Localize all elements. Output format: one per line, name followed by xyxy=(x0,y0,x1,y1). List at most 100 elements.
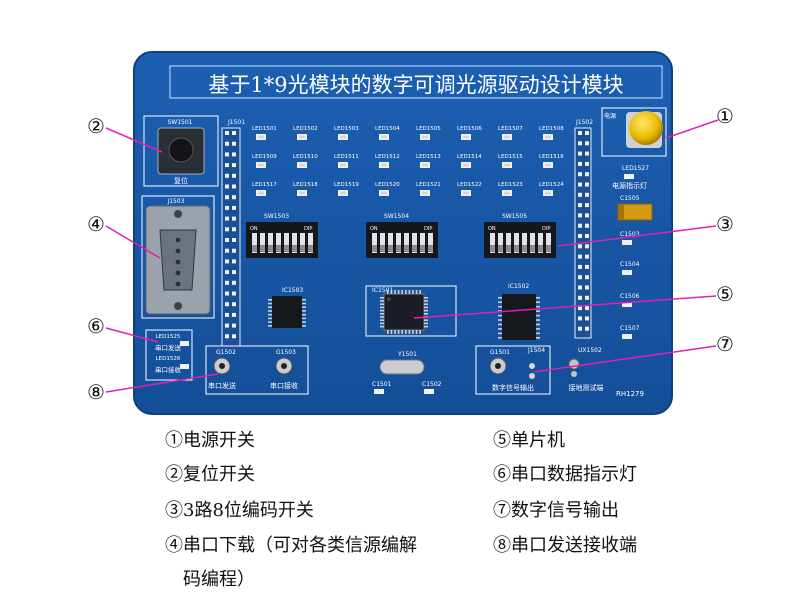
capacitor-c1503 xyxy=(622,240,632,245)
ref-ux1502: UX1502 xyxy=(578,347,602,354)
led-label: LED1505 xyxy=(416,126,441,132)
callout-6: ⑥ xyxy=(87,314,105,338)
led-label: LED1521 xyxy=(416,182,441,188)
led-label: LED1501 xyxy=(252,126,277,132)
ref-c1502: C1502 xyxy=(422,381,442,388)
dip-toggle[interactable] xyxy=(396,233,401,253)
serial-send-led xyxy=(180,341,189,346)
ref-j1504: J1504 xyxy=(527,347,545,354)
dip-switch-sw1505[interactable] xyxy=(484,222,556,258)
chip-ic1502 xyxy=(502,294,536,340)
ref-y1501: Y1501 xyxy=(397,351,417,358)
serial-send-led-label: 串口发送 xyxy=(155,343,182,352)
ref-ic1503: IC1503 xyxy=(282,287,303,294)
led-label: LED1522 xyxy=(457,182,482,188)
dip-toggle[interactable] xyxy=(546,233,551,253)
ref-led1527: LED1527 xyxy=(622,165,649,172)
dip-toggle[interactable] xyxy=(514,233,519,253)
legend-item-1: ①电源开关 xyxy=(165,430,255,451)
db9-pins xyxy=(175,237,181,287)
dip-toggle[interactable] xyxy=(372,233,377,253)
led-label: LED1516 xyxy=(539,154,564,160)
led-label: LED1524 xyxy=(539,182,564,188)
dip-toggle[interactable] xyxy=(506,233,511,253)
reset-switch-cap[interactable] xyxy=(168,137,194,163)
ref-g1501: G1501 xyxy=(490,349,510,356)
dip-toggle[interactable] xyxy=(538,233,543,253)
led-label: LED1513 xyxy=(416,154,441,160)
dip-toggle[interactable] xyxy=(308,233,313,253)
led-label: LED1515 xyxy=(498,154,523,160)
dip-toggle[interactable] xyxy=(284,233,289,253)
led-label: LED1503 xyxy=(334,126,359,132)
ref-c1506: C1506 xyxy=(620,293,640,300)
led-label: LED1512 xyxy=(375,154,400,160)
svg-text:DIP: DIP xyxy=(304,226,312,232)
ref-c1501: C1501 xyxy=(372,381,392,388)
serial-send-jack-label: 串口发送 xyxy=(208,381,236,390)
legend-item-5: ⑤单片机 xyxy=(493,430,565,451)
capacitor-c1502 xyxy=(424,389,434,394)
board-title: 基于1*9光模块的数字可调光源驱动设计模块 xyxy=(208,73,623,97)
power-led-label: 电源指示灯 xyxy=(612,181,647,190)
dip-toggle[interactable] xyxy=(268,233,273,253)
capacitor-c1501 xyxy=(374,389,384,394)
dip-toggle[interactable] xyxy=(498,233,503,253)
ref-c1505: C1505 xyxy=(620,195,640,202)
ref-sw1501: SW1501 xyxy=(167,119,192,126)
dip-toggle[interactable] xyxy=(276,233,281,253)
ref-c1507: C1507 xyxy=(620,325,640,332)
legend-item-7: ⑦数字信号输出 xyxy=(493,500,619,521)
led-label: LED1517 xyxy=(252,182,277,188)
dip-toggle[interactable] xyxy=(522,233,527,253)
dip-toggle[interactable] xyxy=(404,233,409,253)
dip-toggle[interactable] xyxy=(292,233,297,253)
dip-toggle[interactable] xyxy=(300,233,305,253)
svg-text:ON: ON xyxy=(250,226,258,232)
svg-text:ON: ON xyxy=(370,226,378,232)
digital-output-label: 数字信号输出 xyxy=(492,383,534,392)
dip-toggle[interactable] xyxy=(380,233,385,253)
legend-item-4-cont: 码编程） xyxy=(183,569,255,590)
led-label: LED1518 xyxy=(293,182,318,188)
led-label: LED1502 xyxy=(293,126,318,132)
power-label: 电源 xyxy=(604,112,616,120)
title-bar xyxy=(169,65,663,99)
ref-j1501: J1501 xyxy=(227,119,245,126)
dip-switch-sw1504[interactable] xyxy=(366,222,438,258)
serial-recv-led xyxy=(180,364,189,369)
dip-toggle[interactable] xyxy=(530,233,535,253)
callout-3: ③ xyxy=(716,212,734,236)
callout-7: ⑦ xyxy=(716,332,734,356)
dip-toggle[interactable] xyxy=(412,233,417,253)
ref-g1502: G1502 xyxy=(216,349,236,356)
ref-sw1505: SW1505 xyxy=(502,213,527,220)
capacitor-c1504 xyxy=(622,270,632,275)
dip-toggle[interactable] xyxy=(420,233,425,253)
mcu-chip xyxy=(383,293,425,331)
ref-sw1503: SW1503 xyxy=(264,213,289,220)
serial-recv-led-label: 串口接收 xyxy=(155,365,182,374)
power-button[interactable] xyxy=(629,111,663,145)
dip-toggle[interactable] xyxy=(260,233,265,253)
legend-item-3: ③3路8位编码开关 xyxy=(165,500,314,521)
ref-ic1501: IC1501 xyxy=(372,287,393,294)
capacitor-c1506 xyxy=(622,302,632,307)
dip-toggle[interactable] xyxy=(252,233,257,253)
ref-g1503: G1503 xyxy=(276,349,296,356)
led-label: LED1508 xyxy=(539,126,564,132)
dip-toggle[interactable] xyxy=(428,233,433,253)
ref-ic1502: IC1502 xyxy=(508,283,529,290)
dip-switch-sw1503[interactable] xyxy=(246,222,318,258)
serial-recv-jack-label: 串口接收 xyxy=(270,381,298,390)
legend-item-4: ④串口下载（可对各类信源编解 xyxy=(165,535,417,556)
led-label: LED1507 xyxy=(498,126,523,132)
dip-toggle[interactable] xyxy=(388,233,393,253)
ref-led1525: LED1525 xyxy=(156,334,181,340)
ref-sw1504: SW1504 xyxy=(384,213,409,220)
svg-text:ON: ON xyxy=(488,226,496,232)
dip-toggle[interactable] xyxy=(490,233,495,253)
callout-8: ⑧ xyxy=(87,380,105,404)
